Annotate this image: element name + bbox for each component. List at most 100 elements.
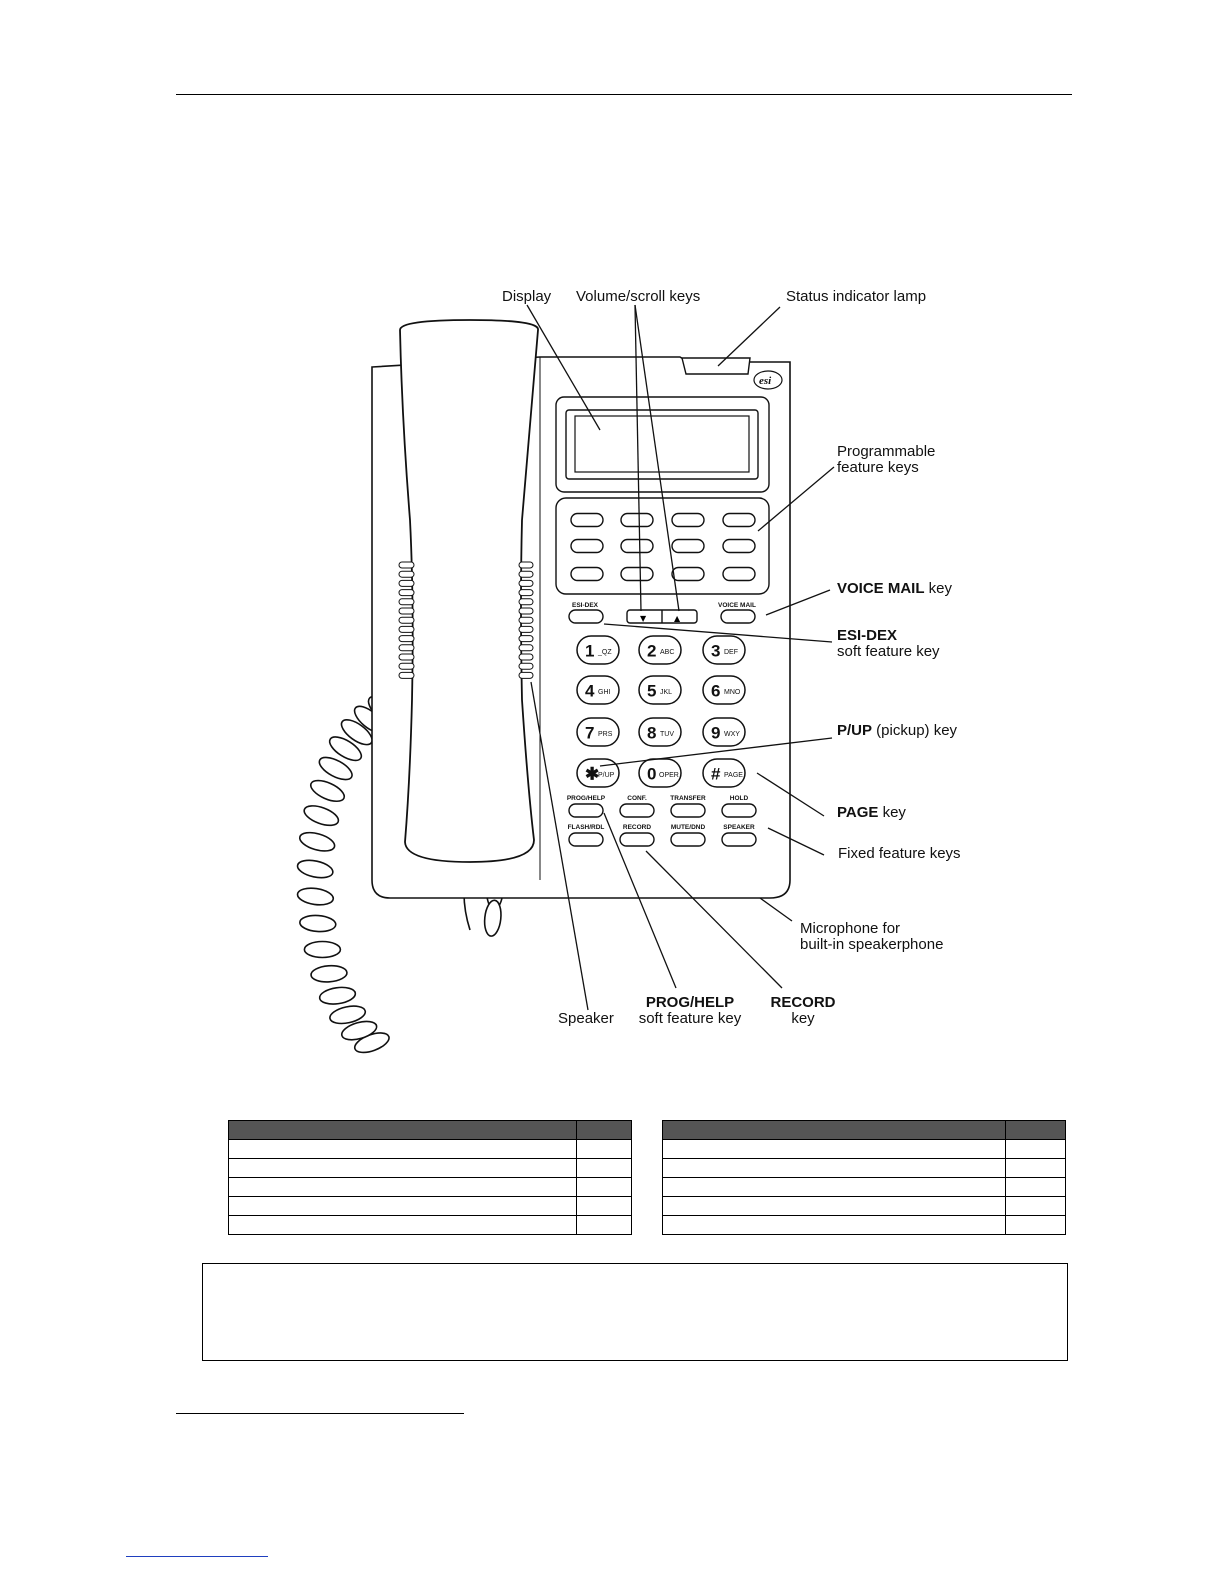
fixed-feature-key[interactable] [721,803,757,818]
fixed-key-label: MUTE/DND [671,824,706,831]
grille-slot [398,671,415,679]
programmable-key[interactable] [570,566,604,582]
cord-coil [298,831,336,852]
handset [399,319,539,863]
programmable-key[interactable] [671,566,705,582]
fixed-key-label: RECORD [623,824,651,831]
footer-link-underline[interactable] [126,1556,268,1557]
grille-slot [518,625,534,633]
key-table-right [662,1120,1066,1235]
callout-voicemail: VOICE MAIL key [837,580,953,597]
fixed-feature-key[interactable] [721,832,757,847]
dialpad-digit: 9 [711,724,720,743]
volume-scroll-keys: ▼ ▲ [626,609,698,624]
cord-coil [296,859,334,879]
fixed-feature-key[interactable] [568,832,604,847]
programmable-key[interactable] [671,538,705,554]
scroll-down-key[interactable]: ▼ [640,614,647,623]
callout-record-1: RECORD [770,994,835,1011]
dialpad-digit: ✱ [585,765,599,784]
dialpad-key[interactable]: 1_QZ [576,635,620,665]
programmable-key[interactable] [722,566,756,582]
cord-coil [318,756,353,781]
grille-slot [398,579,415,587]
dialpad-digit: 3 [711,642,720,661]
header-rule [176,94,1072,95]
grille-slot [518,598,534,606]
programmable-key[interactable] [722,538,756,554]
grille-slot [518,635,534,643]
callout-volume-scroll: Volume/scroll keys [576,288,700,305]
dialpad-letters: ABC [660,649,674,656]
programmable-key[interactable] [570,538,604,554]
dialpad-key[interactable]: 8 TUV [638,717,682,747]
programmable-key[interactable] [570,512,604,528]
callout-fixed-keys: Fixed feature keys [838,845,961,862]
fixed-key-label: CONF. [627,795,647,802]
grille-slot [518,561,534,569]
cord-coil [309,779,346,803]
callout-pup: P/UP (pickup) key [837,722,958,739]
fixed-key-label: FLASH/RDL [568,824,605,831]
callout-programmable-2: feature keys [837,459,919,476]
dialpad-letters: TUV [660,731,674,738]
dialpad-digit: 6 [711,682,720,701]
esidex-key-label: ESI-DEX [572,602,599,609]
dialpad-key[interactable]: 3 DEF [702,635,746,665]
programmable-key[interactable] [722,512,756,528]
fixed-feature-key[interactable] [670,803,706,818]
grille-slot [518,607,534,615]
grille-slot [518,653,534,661]
dialpad-letters: PAGE [724,772,743,779]
esidex-key[interactable] [568,609,604,624]
dialpad-digit: 1 [585,642,594,661]
programmable-key[interactable] [671,512,705,528]
callout-status-lamp: Status indicator lamp [786,288,926,305]
key-table-left [228,1120,632,1235]
fixed-key-label: PROG/HELP [567,795,606,802]
esi-logo: esi [753,370,783,390]
grille-slot [398,589,415,597]
cord-coil [299,914,337,933]
grille-slot [398,607,415,615]
programmable-key[interactable] [620,566,654,582]
svg-text:esi: esi [759,375,772,387]
programmable-key[interactable] [620,512,654,528]
cord-coil [296,887,335,906]
grille-slot [398,662,415,670]
grille-slot [518,644,534,652]
grille-slot [398,561,415,569]
grille-slot [518,616,534,624]
callout-speaker: Speaker [558,1010,614,1027]
fixed-feature-key[interactable] [670,832,706,847]
fixed-feature-key[interactable] [619,803,655,818]
dialpad-letters: OPER [659,772,679,779]
dialpad-letters: GHI [598,689,611,696]
grille-slot [398,625,415,633]
voicemail-key-label: VOICE MAIL [718,602,756,609]
dialpad-letters: DEF [724,649,738,656]
dialpad-digit: 8 [647,724,656,743]
grille-slot [518,671,534,679]
voicemail-key[interactable] [720,609,756,624]
callout-page: PAGE key [837,804,906,821]
cord-coil [310,964,348,983]
fixed-feature-key[interactable] [619,832,655,847]
grille-slot [518,589,534,597]
callout-leaders [526,304,835,1011]
programmable-key[interactable] [620,538,654,554]
fixed-feature-key[interactable] [568,803,604,818]
dialpad-key[interactable]: #PAGE [702,758,746,788]
dialpad-key[interactable]: ✱P/UP [576,758,620,788]
dialpad-letters: JKL [660,689,672,696]
scroll-up-key[interactable]: ▲ [674,614,681,623]
cord-coil [318,986,357,1005]
